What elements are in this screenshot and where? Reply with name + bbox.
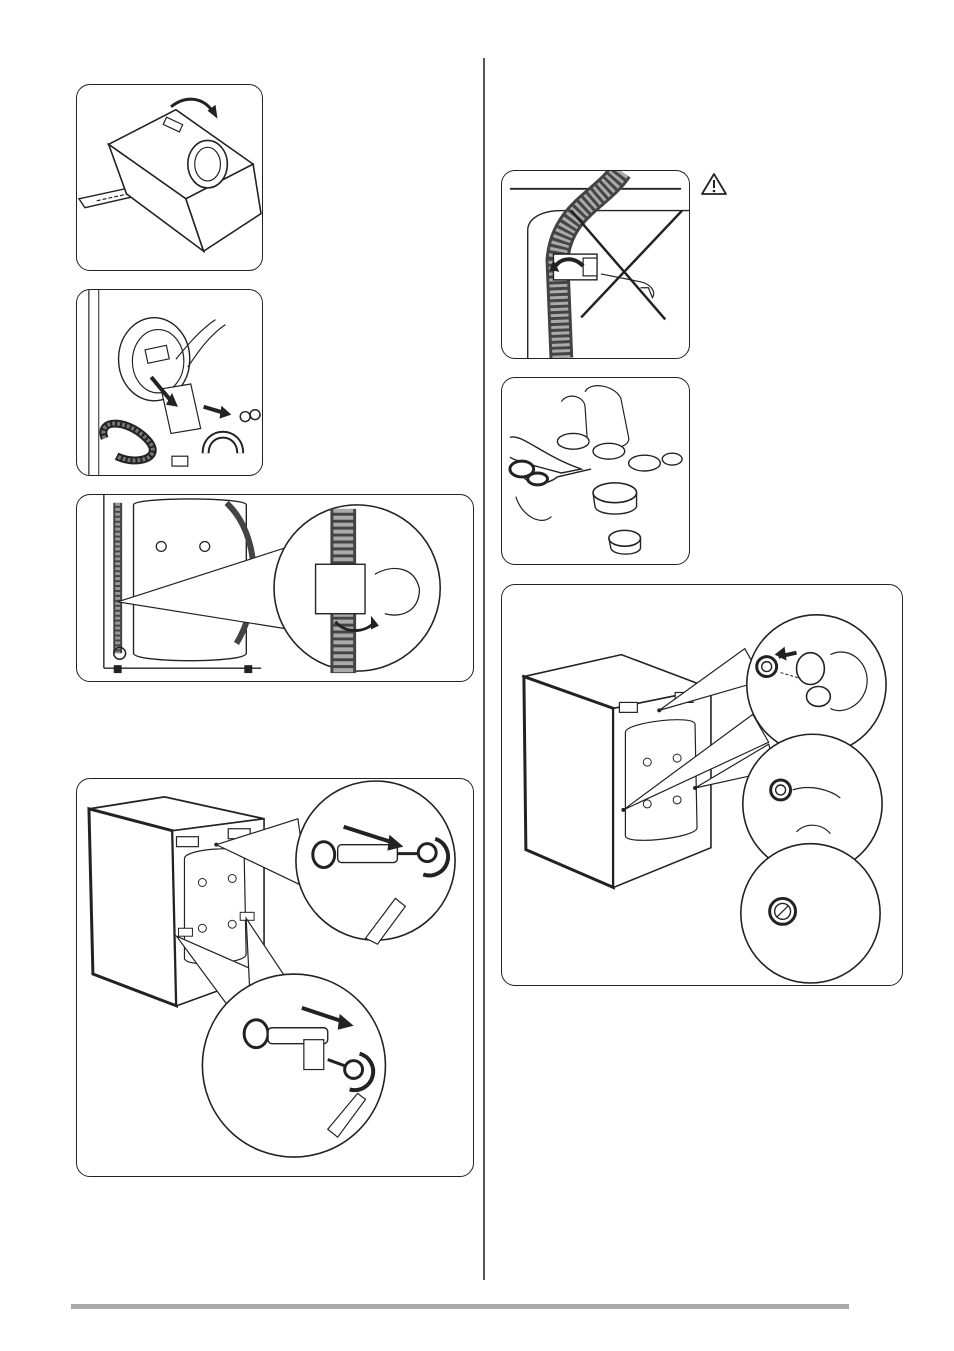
figure-remove-transit-bolts <box>76 778 474 1177</box>
warning-triangle-icon <box>700 172 728 196</box>
figure-remove-packaging <box>76 289 263 476</box>
transit-bolt-illustration <box>77 779 473 1176</box>
figure-hose-do-not-cut <box>501 170 690 359</box>
figure-tilt-machine <box>76 84 263 271</box>
tilt-machine-illustration <box>77 85 262 270</box>
hose-clip-illustration <box>77 495 473 681</box>
footer-rule <box>71 1304 849 1309</box>
figure-insert-caps <box>501 584 903 986</box>
figure-hose-clip <box>76 494 474 682</box>
scissors-caps-illustration <box>502 378 689 564</box>
do-not-cut-hose-illustration <box>502 171 689 358</box>
insert-caps-illustration <box>502 585 902 985</box>
column-divider <box>483 58 485 1280</box>
remove-polystyrene-illustration <box>77 290 262 475</box>
figure-cut-plastic-caps <box>501 377 690 565</box>
